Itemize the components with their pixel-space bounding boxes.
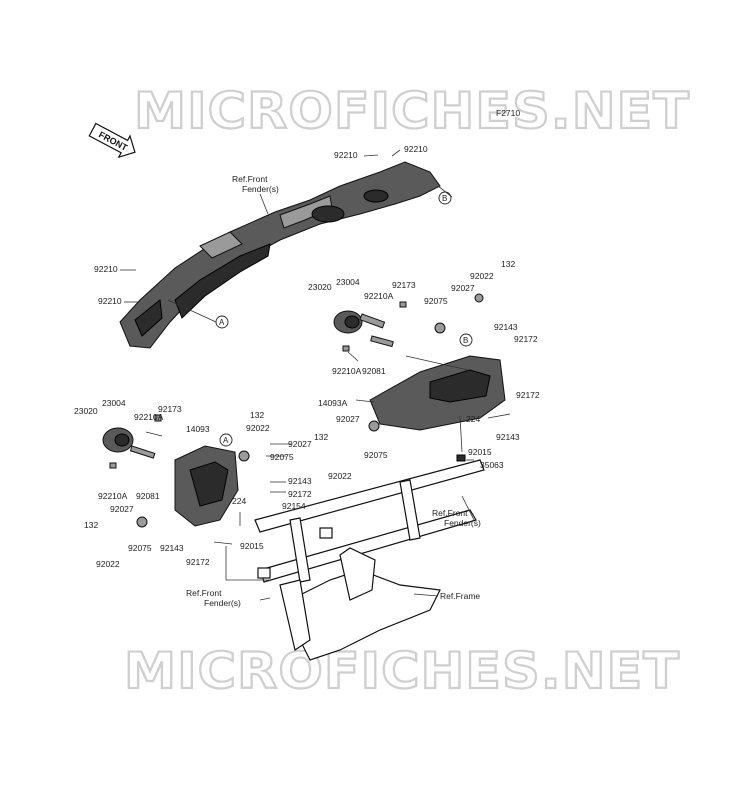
svg-text:Ref.Front: Ref.Front <box>186 588 222 598</box>
svg-text:B: B <box>463 336 468 345</box>
part-label: 92027 <box>336 414 360 424</box>
part-label: 92022 <box>246 423 270 433</box>
part-label: 92173 <box>392 280 416 290</box>
svg-text:Fender(s): Fender(s) <box>444 518 481 528</box>
callout-b-right: B <box>459 333 473 347</box>
ref-front-fender-mid: Ref.Front Fender(s) <box>432 508 481 528</box>
part-label: 35063 <box>480 460 504 470</box>
svg-text:B: B <box>442 194 447 203</box>
callout-b-top: B <box>438 191 452 205</box>
part-label: 14093 <box>186 424 210 434</box>
svg-text:A: A <box>219 318 225 327</box>
leader-lines <box>120 149 511 601</box>
watermark-top: MICROFICHES.NET <box>134 82 690 140</box>
part-label: 92210 <box>404 144 428 154</box>
svg-text:Ref.Front: Ref.Front <box>232 174 268 184</box>
part-label: 92027 <box>288 439 312 449</box>
part-label: 92210 <box>334 150 358 160</box>
frame-assembly <box>254 459 485 661</box>
part-label: 92015 <box>240 541 264 551</box>
front-arrow-icon: FRONT <box>88 122 136 159</box>
part-label: 224 <box>232 496 246 506</box>
ref-front-fender-bottom: Ref.Front Fender(s) <box>186 588 241 608</box>
part-label: 92173 <box>158 404 182 414</box>
part-label: 92210A <box>364 291 394 301</box>
part-labels: 92210 92210 92210 92210 23020 23004 9221… <box>74 144 540 569</box>
part-label: 92172 <box>288 489 312 499</box>
figure-code: F2710 <box>496 108 520 118</box>
part-label: 92075 <box>270 452 294 462</box>
right-headlight-assembly <box>333 293 506 462</box>
part-label: 92022 <box>328 471 352 481</box>
part-label: 14093A <box>318 398 348 408</box>
svg-text:Fender(s): Fender(s) <box>242 184 279 194</box>
ref-front-fender-top: Ref.Front Fender(s) <box>232 174 279 194</box>
part-label: 23004 <box>102 398 126 408</box>
part-label: 92143 <box>288 476 312 486</box>
upper-cover-assembly <box>119 161 441 349</box>
left-headlight-assembly <box>102 414 250 528</box>
callout-a-top: A <box>215 315 229 329</box>
part-label: 92172 <box>516 390 540 400</box>
part-label: 23020 <box>74 406 98 416</box>
part-label: 92081 <box>362 366 386 376</box>
part-label: 132 <box>501 259 515 269</box>
part-label: 92172 <box>186 557 210 567</box>
part-label: 92154 <box>282 501 306 511</box>
part-label: 92075 <box>424 296 448 306</box>
part-label: 92081 <box>136 491 160 501</box>
part-label: 132 <box>314 432 328 442</box>
part-label: 92027 <box>451 283 475 293</box>
ref-frame: Ref.Frame <box>440 591 480 601</box>
watermark-bottom: MICROFICHES.NET <box>124 642 680 700</box>
svg-text:Fender(s): Fender(s) <box>204 598 241 608</box>
part-label: 132 <box>250 410 264 420</box>
callout-a-left: A <box>219 433 233 447</box>
part-label: 92143 <box>160 543 184 553</box>
svg-text:A: A <box>223 436 229 445</box>
part-label: 92022 <box>96 559 120 569</box>
part-label: 92027 <box>110 504 134 514</box>
part-label: 92210A <box>98 491 128 501</box>
part-label: 92075 <box>364 450 388 460</box>
part-label: 92210 <box>98 296 122 306</box>
part-label: 23020 <box>308 282 332 292</box>
svg-text:Ref.Front: Ref.Front <box>432 508 468 518</box>
part-label: 92172 <box>514 334 538 344</box>
part-label: 92143 <box>496 432 520 442</box>
part-label: 224 <box>466 414 480 424</box>
part-label: 132 <box>84 520 98 530</box>
part-label: 92143 <box>494 322 518 332</box>
part-label: 92210 <box>94 264 118 274</box>
part-label: 92022 <box>470 271 494 281</box>
part-label: 92210A <box>332 366 362 376</box>
part-label: 92075 <box>128 543 152 553</box>
part-label: 92015 <box>468 447 492 457</box>
part-label: 23004 <box>336 277 360 287</box>
part-label: 92210A <box>134 412 164 422</box>
